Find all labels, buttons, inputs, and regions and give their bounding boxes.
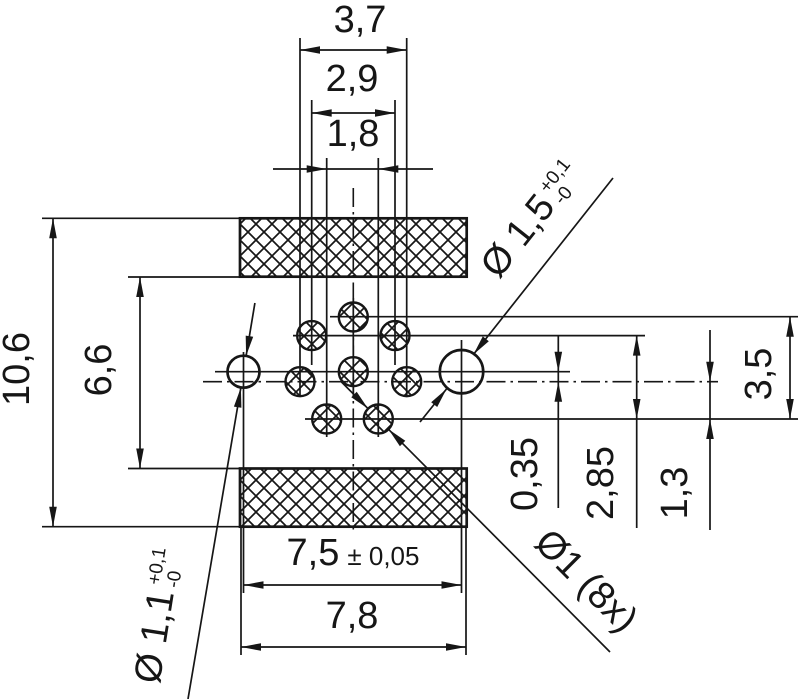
dim-label-7-8: 7,8 <box>325 595 379 637</box>
arrowheads <box>49 46 794 651</box>
callout-tolerance-stack: +0,1 -0 <box>144 546 189 589</box>
dim-value: 7,5 <box>286 532 340 574</box>
dim-label-10-6: 10,6 <box>0 332 38 406</box>
dim-tolerance: ± 0,05 <box>347 541 420 571</box>
dim-label-7-5: 7,5± 0,05 <box>287 534 420 572</box>
dim-label-3-5: 3,5 <box>738 347 780 401</box>
dim-label-0-35: 0,35 <box>504 437 546 511</box>
dim-label-2-9: 2,9 <box>325 58 379 100</box>
hole-circles <box>226 301 485 435</box>
center-lines <box>203 188 718 532</box>
dim-label-2-85: 2,85 <box>580 446 622 520</box>
dim-label-6-6: 6,6 <box>78 343 120 397</box>
extension-lines <box>42 38 798 655</box>
dim-label-1-8: 1,8 <box>326 113 380 155</box>
dim-label-3-7: 3,7 <box>333 0 387 41</box>
dim-label-1-3: 1,3 <box>654 466 696 520</box>
